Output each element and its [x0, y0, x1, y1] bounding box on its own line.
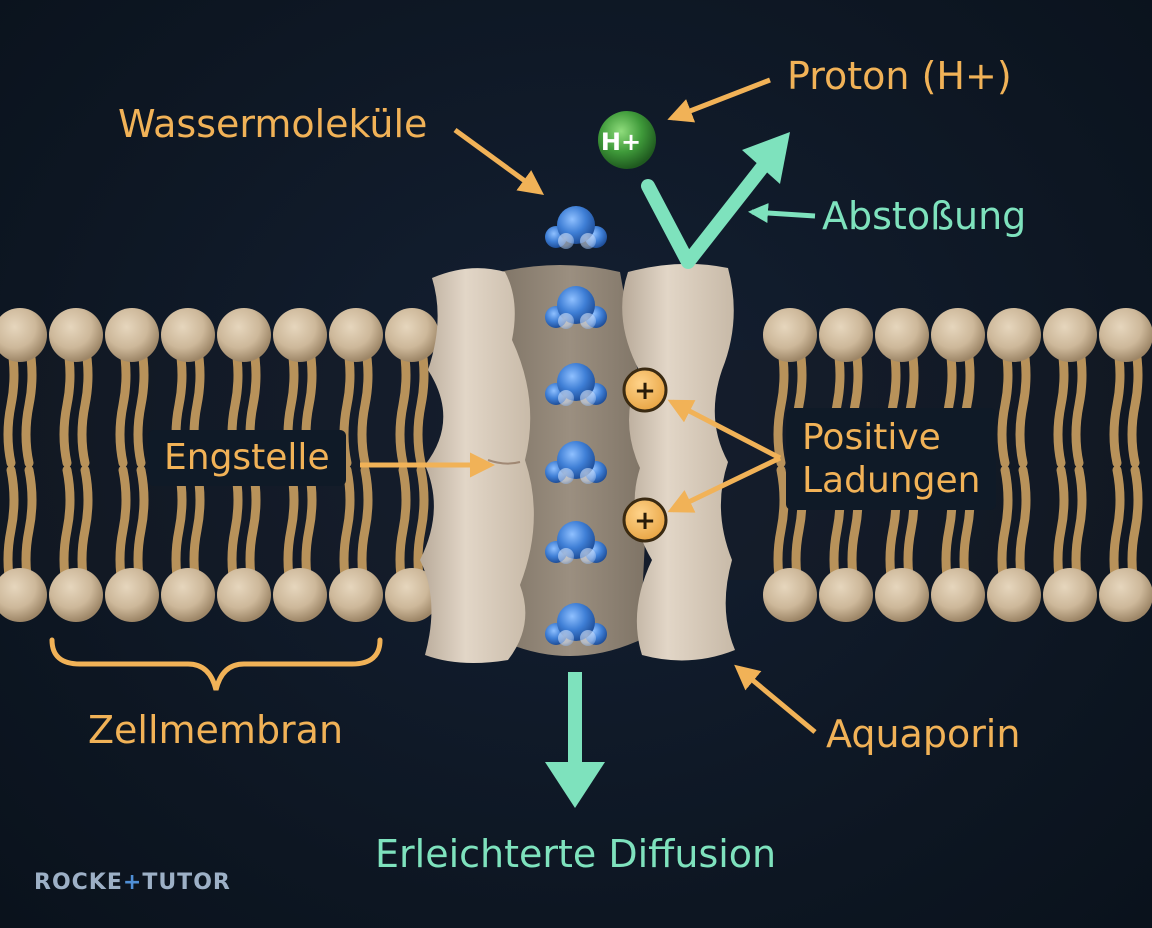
brand-logo: ROCKE+TUTOR [34, 870, 231, 895]
lipid-tail [1071, 340, 1087, 468]
lipid-head [161, 308, 215, 362]
lipid-tail [395, 340, 411, 468]
label-cell-membrane: Zellmembran [88, 708, 344, 752]
lipid-head [931, 568, 985, 622]
label-repulsion: Abstoßung [822, 194, 1027, 238]
lipid-tail [21, 340, 37, 468]
lipid-head [329, 308, 383, 362]
label-constriction: Engstelle [148, 430, 346, 486]
lipid-head [105, 568, 159, 622]
lipid-head [987, 308, 1041, 362]
lipid-head [385, 568, 439, 622]
lipid-head [987, 568, 1041, 622]
label-positive-line1: Positive [802, 417, 941, 458]
label-aquaporin: Aquaporin [826, 712, 1021, 756]
lipid-head [875, 308, 929, 362]
svg-text:+: + [634, 506, 656, 536]
lipid-head [931, 308, 985, 362]
water-molecule [545, 441, 607, 484]
lipid-head [105, 308, 159, 362]
repulsion-pointer-arrow [748, 203, 816, 223]
label-facilitated-diffusion: Erleichterte Diffusion [375, 832, 777, 876]
lipid-head [273, 308, 327, 362]
lipid-head [161, 568, 215, 622]
lipid-tail [357, 340, 373, 468]
lipid-head [0, 308, 47, 362]
lipid-tail [1127, 340, 1143, 468]
lipid-tail [115, 340, 131, 468]
repulsion-arrowhead [742, 132, 790, 184]
proton-pointer-arrow [667, 77, 771, 123]
diffusion-arrowhead [545, 762, 605, 808]
lipid-head [1043, 568, 1097, 622]
lipid-head [1099, 568, 1152, 622]
svg-text:+: + [634, 376, 656, 406]
lipid-head [217, 308, 271, 362]
lipid-head [819, 568, 873, 622]
water-molecule [545, 206, 607, 249]
positive-charge-lower: + [622, 497, 668, 543]
lipid-tail [133, 340, 149, 468]
label-positive-charges: Positive Ladungen [786, 408, 997, 511]
lipid-heads-top [0, 308, 1152, 362]
lipid-tail [997, 340, 1013, 468]
lipid-tail [413, 340, 429, 468]
lipid-tail [1109, 340, 1125, 468]
lipid-tail [59, 340, 75, 468]
positive-charge-upper: + [622, 367, 668, 413]
aquaporin-right-half [622, 263, 735, 661]
lipid-head [273, 568, 327, 622]
repulsion-path [641, 153, 775, 269]
water-molecule [545, 603, 607, 646]
lipid-head [763, 308, 817, 362]
lipid-head [763, 568, 817, 622]
membrane-brace [49, 637, 383, 691]
lipid-head [0, 568, 47, 622]
proton-sphere: H+ [598, 111, 656, 169]
label-water-molecules: Wassermoleküle [118, 102, 428, 146]
label-proton: Proton (H+) [787, 54, 1012, 98]
lipid-head [1043, 308, 1097, 362]
lipid-head [385, 308, 439, 362]
aquaporin-pointer-arrow [734, 664, 817, 734]
charge-pointer-upper [667, 399, 782, 461]
lipid-head [819, 308, 873, 362]
lipid-head [329, 568, 383, 622]
diffusion-shaft [568, 672, 582, 772]
label-positive-line2: Ladungen [802, 460, 981, 502]
water-pointer-arrow [453, 127, 545, 195]
water-molecule [545, 521, 607, 564]
lipid-tail [1015, 340, 1031, 468]
lipid-head [49, 308, 103, 362]
water-molecules [545, 206, 607, 646]
lipid-heads-bottom [0, 568, 1152, 622]
lipid-tail [773, 340, 789, 468]
lipid-head [49, 568, 103, 622]
lipid-head [1099, 308, 1152, 362]
lipid-head [875, 568, 929, 622]
lipid-tail [3, 340, 19, 468]
charge-pointer-lower [667, 455, 782, 513]
water-molecule [545, 286, 607, 329]
lipid-head [217, 568, 271, 622]
lipid-tail [77, 340, 93, 468]
water-molecule [545, 363, 607, 406]
svg-text:H+: H+ [601, 128, 641, 156]
lipid-tail [1053, 340, 1069, 468]
